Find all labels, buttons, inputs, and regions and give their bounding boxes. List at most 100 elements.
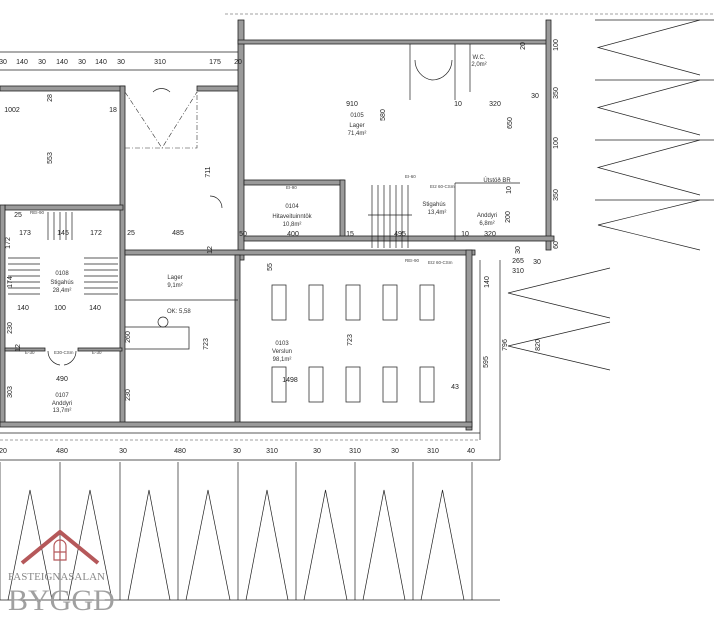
dimension-label: 25 (14, 212, 22, 219)
dimension-label: 723 (347, 334, 354, 346)
dimension-label: 173 (19, 230, 31, 237)
dimension-label: 18 (109, 107, 117, 114)
dimension-label: 820 (535, 339, 542, 351)
room-id: 0104 (285, 204, 299, 210)
dimension-label: 40 (467, 448, 475, 455)
canopy-outline (125, 92, 198, 149)
utstod-label: Útstöð BR (483, 177, 511, 184)
room-area: 6,8m² (479, 221, 494, 227)
dimension-label: 10 (454, 101, 462, 108)
display-table (271, 366, 287, 403)
room-area: 28,4m² (53, 288, 72, 294)
dimension-label: 310 (512, 268, 524, 275)
dimension-label: 480 (174, 448, 186, 455)
dimension-label: 711 (205, 166, 212, 177)
dimension-label: 20 (520, 42, 527, 50)
fire-rating: EI2 60-CSm (430, 184, 455, 189)
dimension-label: 140 (484, 276, 491, 288)
dimension-label: 30 (117, 59, 125, 66)
floor-level-label: OK: 5,58 (167, 309, 191, 315)
dimension-label: 400 (287, 231, 299, 238)
display-table (419, 366, 435, 403)
dimension-label: 43 (451, 384, 459, 391)
dimension-label: 30 (313, 448, 321, 455)
parking-space (67, 489, 113, 601)
dimension-label: 30 (38, 59, 46, 66)
display-table (271, 284, 287, 321)
parking-space (303, 489, 348, 601)
dimension-label: 30 (515, 246, 522, 254)
dimension-label: 28 (47, 94, 54, 102)
dimension-label: 10 (506, 186, 513, 194)
door-swing[interactable] (414, 59, 453, 81)
display-table (345, 366, 361, 403)
door-swing[interactable] (47, 350, 77, 366)
dimension-label: 310 (266, 448, 278, 455)
dimension-label: 30 (119, 448, 127, 455)
door-swing[interactable] (152, 88, 171, 93)
dimension-label: 12 (207, 246, 214, 254)
display-table (419, 284, 435, 321)
parking-spaces-right (507, 19, 714, 371)
room-name: Verslun (272, 349, 292, 355)
room-name: W.C. (473, 55, 486, 61)
logo-text: BYGGÐ (8, 584, 115, 617)
room-name: Stigahús (50, 280, 73, 286)
dimension-label: 796 (502, 339, 509, 351)
dimension-label: 50 (239, 231, 247, 238)
dimension-label: 55 (267, 263, 274, 271)
fire-rating: REI-90 (405, 258, 420, 263)
room-name: Hitaveituinntök (272, 214, 312, 220)
dimension-label: 265 (512, 258, 524, 265)
logo: FASTEIGNASALAN BYGGÐ (8, 529, 115, 617)
dimension-label: 910 (346, 101, 358, 108)
dimension-label: 495 (394, 231, 406, 238)
room-area: 13,4m² (428, 210, 447, 216)
display-tables (271, 284, 435, 403)
dimension-label: 490 (56, 376, 68, 383)
dimension-label: 595 (483, 356, 490, 368)
dimension-label: 310 (349, 448, 361, 455)
dimension-label: 580 (380, 109, 387, 121)
parking-spaces-bottom (0, 462, 500, 601)
dimension-label: 480 (56, 448, 68, 455)
dimension-label: 30 (531, 93, 539, 100)
room-area: 2,0m² (471, 62, 486, 68)
fire-rating: EI-60 (405, 174, 416, 179)
room-id: 0108 (55, 271, 69, 277)
parking-space (597, 199, 701, 251)
dimension-label: 310 (427, 448, 439, 455)
fire-rating: EI2 60-CSm (428, 260, 453, 265)
walls (0, 19, 555, 461)
room-area: 71,4m² (348, 131, 367, 137)
door-swing[interactable] (209, 195, 223, 209)
display-table (345, 284, 361, 321)
logo-text: FASTEIGNASALAN (8, 571, 105, 583)
dimension-label: 174 (7, 276, 14, 288)
logo-window-icon (53, 539, 67, 561)
room-name: Stigahús (422, 202, 445, 208)
fire-rating: E-30 (92, 350, 102, 355)
display-table (308, 284, 324, 321)
dimension-label: 175 (209, 59, 221, 66)
dimension-label: 350 (553, 87, 560, 99)
dimension-label: 20 (0, 448, 7, 455)
parking-space (596, 139, 701, 196)
fire-rating: REI-90 (30, 210, 45, 215)
dimension-label: 172 (5, 237, 12, 249)
dimension-label: 140 (56, 59, 68, 66)
dimension-label: 553 (47, 152, 54, 164)
parking-space (362, 489, 406, 601)
display-table (308, 366, 324, 403)
parking-space (185, 489, 231, 601)
room-id: 0105 (350, 113, 364, 119)
room-area: 9,1m² (167, 283, 182, 289)
room-name: Lager (167, 275, 182, 281)
dimension-label: 30 (78, 59, 86, 66)
dimension-label: 1002 (4, 107, 20, 114)
dimension-label: 260 (125, 331, 132, 343)
dimension-label: 100 (553, 137, 560, 149)
fire-rating: E30-CSm (54, 350, 74, 355)
dimension-label: 140 (89, 305, 101, 312)
